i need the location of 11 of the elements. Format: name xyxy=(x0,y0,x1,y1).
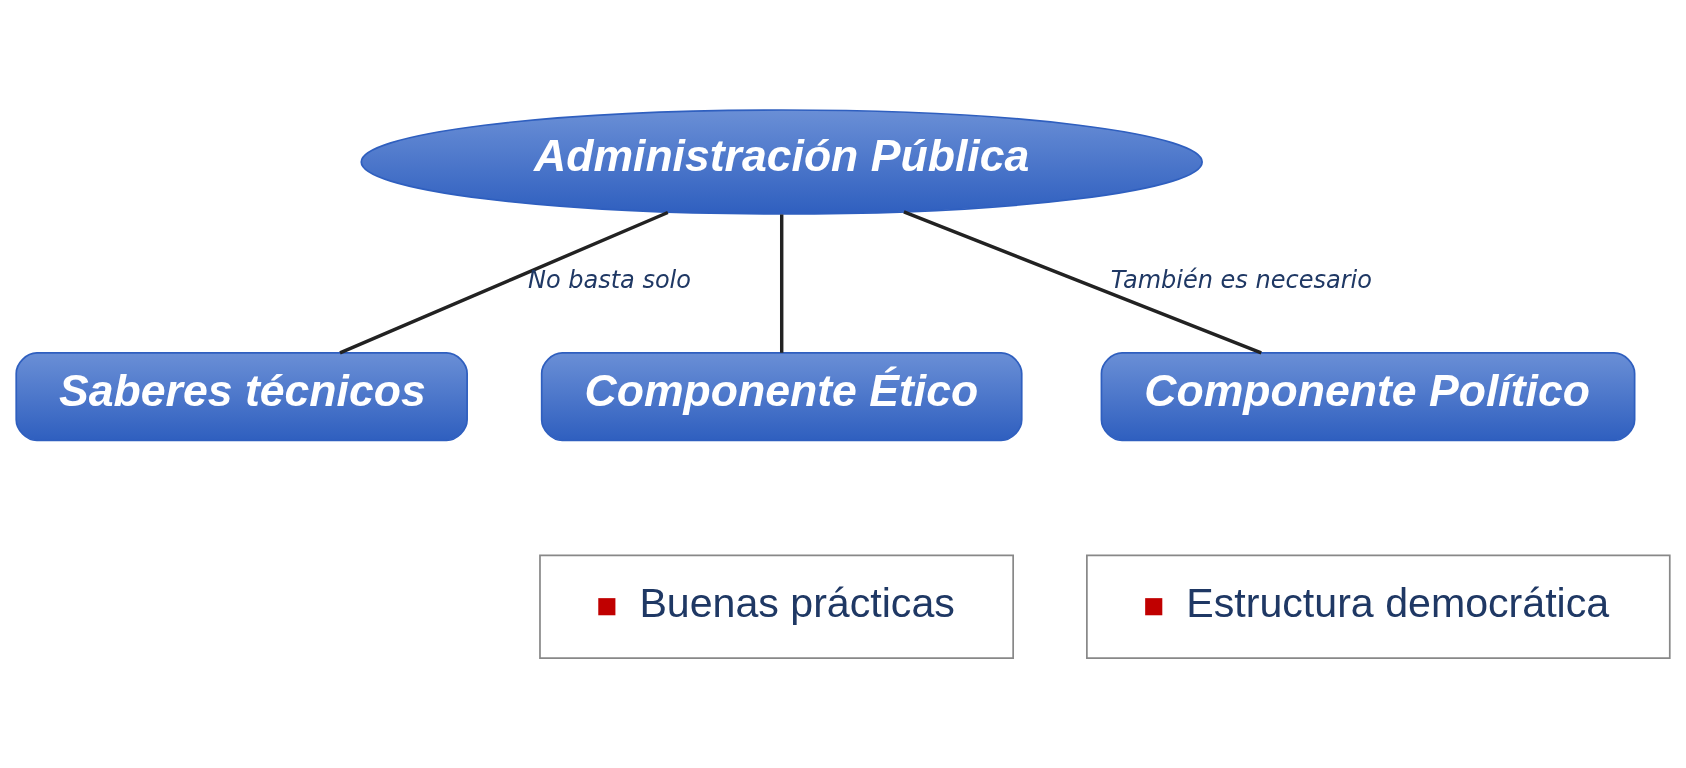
connector xyxy=(780,214,784,353)
node-ellipse: Administración Pública xyxy=(360,109,1203,215)
node-box: Estructura democrática xyxy=(1086,554,1671,659)
connector xyxy=(339,210,669,355)
node-box: Saberes técnicos xyxy=(15,352,468,442)
node-box: Componente Político xyxy=(1100,352,1636,442)
node-box: Buenas prácticas xyxy=(539,554,1014,659)
node-box: Componente Ético xyxy=(540,352,1023,442)
edge-label: No basta solo xyxy=(527,266,691,295)
connector xyxy=(903,210,1262,355)
edge-label: También es necesario xyxy=(1110,266,1372,295)
